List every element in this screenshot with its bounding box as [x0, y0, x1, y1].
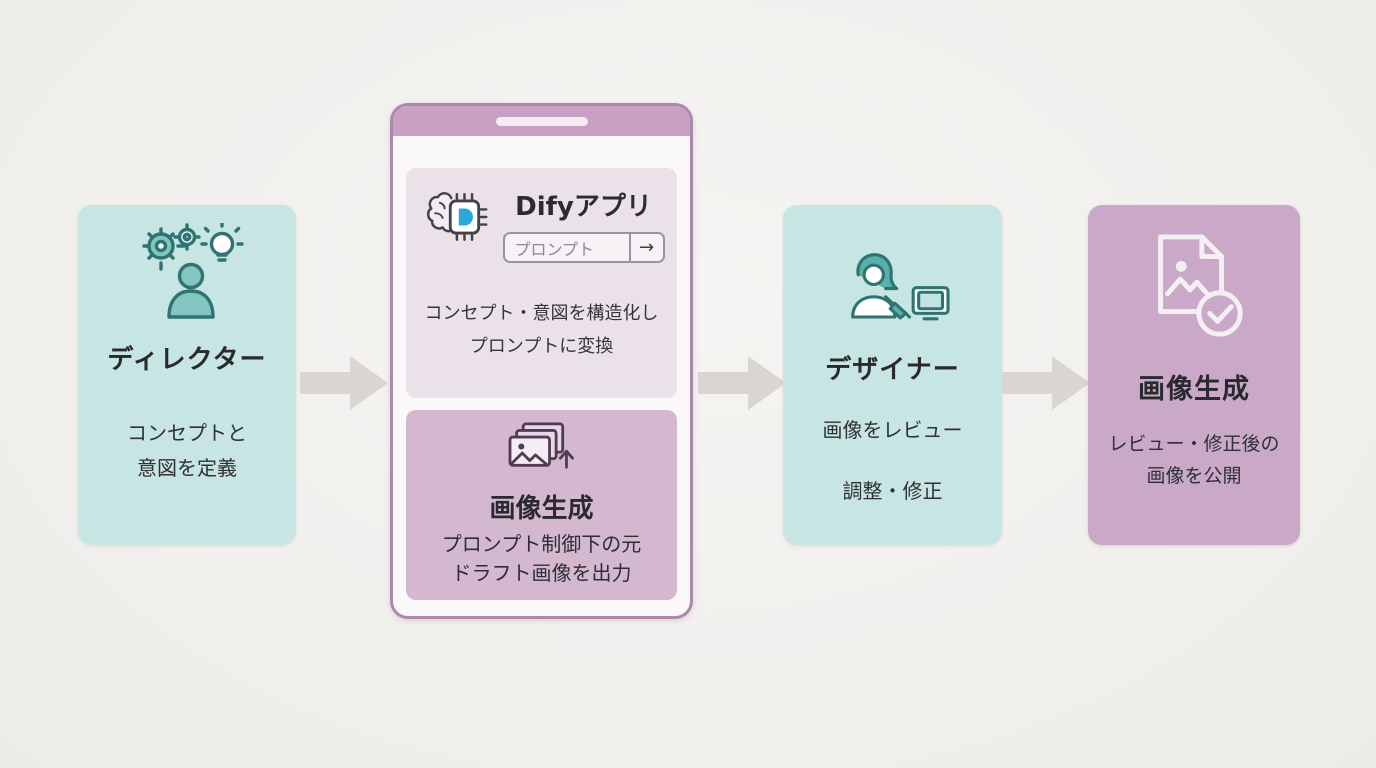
designer-card: デザイナー 画像をレビュー 調整・修正	[783, 205, 1002, 545]
image-gen-draft-subcard: 画像生成 プロンプト制御下の元 ドラフト画像を出力	[406, 410, 677, 600]
flow-arrow-3-icon	[1002, 356, 1090, 410]
photos-stack-icon	[508, 422, 574, 469]
brain-chip-icon	[426, 192, 487, 241]
phone-notch-bar	[495, 116, 588, 126]
final-output-title: 画像生成	[1138, 374, 1250, 405]
dify-app-subcard: Difyアプリ プロンプト → コンセプト・意図を構造化し プロンプトに変換	[406, 168, 677, 398]
phone-header	[393, 106, 690, 136]
dify-app-title: Difyアプリ	[515, 192, 652, 222]
flow-arrow-1-icon	[300, 356, 388, 410]
director-card: ディレクター コンセプトと 意図を定義	[78, 205, 296, 545]
dify-header-row: Difyアプリ プロンプト →	[419, 186, 665, 263]
designer-title: デザイナー	[825, 355, 960, 385]
designer-icon-wrap	[827, 251, 959, 343]
image-gen-draft-description: プロンプト制御下の元 ドラフト画像を出力	[441, 532, 642, 585]
designer-person-tablet-icon	[850, 253, 950, 321]
output-icon-wrap	[1136, 231, 1252, 345]
dify-app-frame: Difyアプリ プロンプト → コンセプト・意図を構造化し プロンプトに変換	[390, 103, 693, 619]
director-title: ディレクター	[107, 345, 267, 375]
final-output-card: 画像生成 レビュー・修正後の 画像を公開	[1088, 205, 1300, 545]
director-gears-person-bulb-icon	[142, 221, 244, 319]
final-output-description: レビュー・修正後の 画像を公開	[1108, 433, 1280, 488]
arrow-right-icon: →	[638, 237, 655, 258]
image-gen-draft-title: 画像生成	[489, 494, 594, 524]
dify-app-description: コンセプト・意図を構造化し プロンプトに変換	[424, 303, 659, 358]
designer-review-text: 画像をレビュー	[822, 418, 963, 442]
prompt-placeholder[interactable]: プロンプト	[514, 239, 595, 259]
image-check-icon	[1158, 234, 1243, 337]
director-description: コンセプトと 意図を定義	[127, 421, 247, 480]
director-icon-wrap	[125, 221, 249, 327]
prompt-submit-button[interactable]: →	[628, 234, 663, 261]
prompt-input[interactable]: プロンプト →	[502, 232, 665, 263]
flow-arrow-2-icon	[698, 356, 786, 410]
dify-title-input-col: Difyアプリ プロンプト →	[502, 186, 665, 263]
designer-adjust-text: 調整・修正	[842, 479, 943, 503]
